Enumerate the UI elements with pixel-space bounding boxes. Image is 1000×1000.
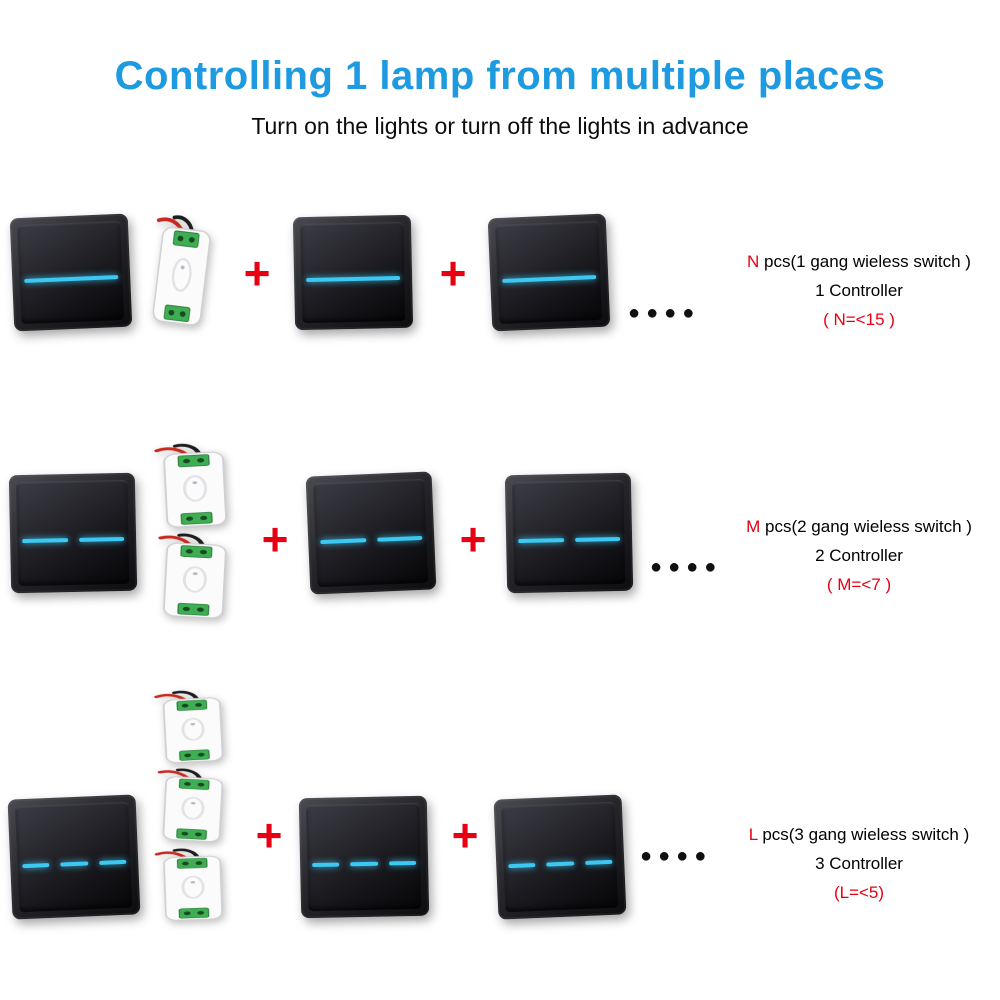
receiver-controller-icon [147,846,240,925]
indicator-line [350,861,378,867]
wall-switch-3gang-photo [493,794,627,920]
row-caption: M pcs(2 gang wieless switch ) 2 Controll… [728,513,990,600]
switch-panel [305,802,423,912]
plus-sign: + [243,246,271,299]
plus-sign: + [255,809,283,861]
page-subtitle: Turn on the lights or turn off the light… [251,113,749,139]
controller-stack [148,690,238,924]
page-title: Controlling 1 lamp from multiple places [114,54,886,98]
wall-switch-2gang-photo [8,472,138,593]
wall-switch-1gang-photo [487,213,611,332]
switch-panel [16,220,126,325]
config-row-1gang: + + ●●●● N pcs(1 gang wieless switch ) 1… [0,190,1000,355]
quantity-letter: L [748,825,758,844]
controller-stack [144,216,220,330]
switch-panel [299,221,407,324]
plus-sign: + [261,512,289,565]
caption-quantity-line: N pcs(1 gang wieless switch ) [728,248,990,277]
caption-controller-line: 2 Controller [815,545,903,565]
indicator-line [22,537,68,543]
receiver-controller-icon [146,688,240,769]
caption-constraint-line: (L=<5) [833,882,885,902]
indicator-line [78,536,125,542]
indicator-line [312,862,340,867]
receiver-controller-icon [146,441,244,534]
quantity-letter: N [747,252,760,271]
quantity-letter: M [746,517,761,536]
wall-switch-2gang-photo [305,470,437,595]
indicator-line [388,860,417,866]
switch-panel [494,220,604,325]
plus-sign: + [439,246,467,299]
switch-panel [500,801,620,913]
wall-switch-1gang-photo [9,213,133,332]
caption-quantity-line: M pcs(2 gang wieless switch ) [728,513,990,542]
receiver-controller-icon [146,767,240,848]
receiver-controller-icon [146,532,244,625]
controller-stack [148,443,242,622]
ellipsis-dots: ●●●● [650,555,723,578]
switch-panel [14,801,134,913]
quantity-label: pcs(1 gang wieless switch ) [759,252,971,271]
plus-sign: + [451,809,479,861]
caption-constraint-line: ( N=<15 ) [823,309,895,329]
config-row-2gang: + + ●●●● M pcs(2 gang wieless switch ) 2… [0,445,1000,620]
indicator-line [574,536,621,542]
quantity-label: pcs(2 gang wieless switch ) [760,517,972,536]
ellipsis-dots: ●●●● [628,301,701,324]
switch-panel [312,478,430,587]
receiver-controller-icon [137,211,226,333]
caption-constraint-line: ( M=<7 ) [826,574,892,594]
switch-panel [511,479,627,586]
ellipsis-dots: ●●●● [640,845,713,867]
config-row-3gang: + + ●●●● L pcs(3 gang wieless switch ) 3… [0,705,1000,965]
caption-controller-line: 3 Controller [815,853,903,873]
quantity-label: pcs(3 gang wieless switch ) [757,825,970,844]
switch-panel [15,479,131,586]
wall-switch-3gang-photo [7,794,141,920]
row-caption: L pcs(3 gang wieless switch ) 3 Controll… [728,821,990,908]
indicator-line [518,537,564,543]
row-caption: N pcs(1 gang wieless switch ) 1 Controll… [728,248,990,335]
wall-switch-1gang-photo [292,214,414,331]
wall-switch-3gang-photo [298,795,430,919]
caption-quantity-line: L pcs(3 gang wieless switch ) [728,821,990,850]
caption-controller-line: 1 Controller [815,280,903,300]
wall-switch-2gang-photo [504,472,634,593]
plus-sign: + [459,512,487,565]
